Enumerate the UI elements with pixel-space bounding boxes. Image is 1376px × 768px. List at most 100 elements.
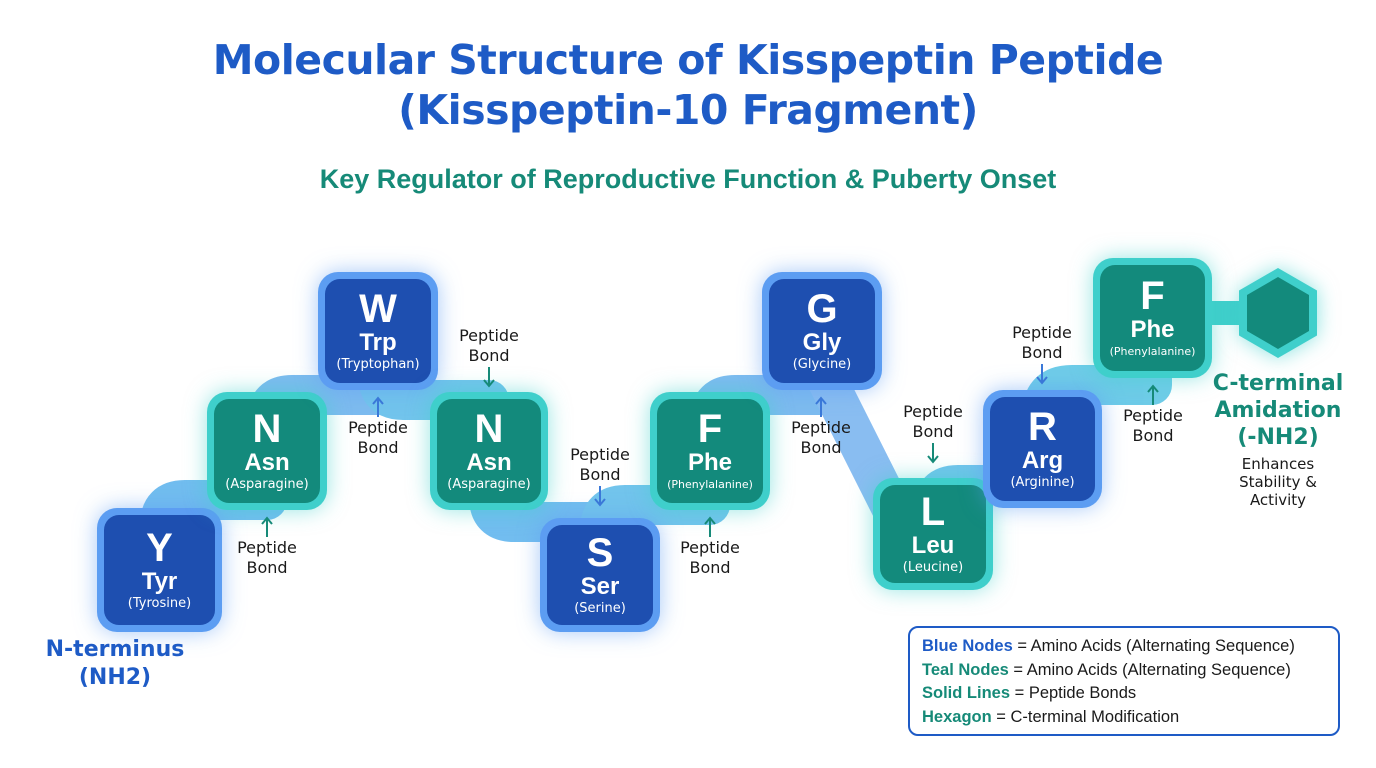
arrow-up-icon [815,396,827,417]
node-abbr: Phe [1130,316,1175,343]
arrow-up-icon [704,516,716,537]
legend-item-teal-nodes: Teal Nodes = Amino Acids (Alternating Se… [922,659,1326,683]
n-terminus-label: N-terminus (NH2) [40,636,190,692]
node-code: Y [146,526,173,570]
bond-text: Peptide [570,445,630,464]
c-terminus-line: C-terminal [1212,371,1344,396]
node-code: F [1140,274,1165,318]
legend-text: = C-terminal Modification [991,707,1180,726]
n-terminus-line: N-terminus [45,637,185,662]
c-terminus-desc-line: Activity [1249,491,1307,509]
title-line-1: Molecular Structure of Kisspeptin Peptid… [212,36,1164,84]
legend-box: Blue Nodes = Amino Acids (Alternating Se… [908,626,1340,736]
node-abbr: Tyr [141,568,178,595]
node-code: N [474,407,504,451]
bond-text: Peptide [459,326,519,345]
legend-text: = Amino Acids (Alternating Sequence) [1008,660,1291,679]
node-full-name: (Phenylalanine) [667,478,753,491]
bond-text: Bond [468,346,510,365]
bond-text: Bond [1132,426,1174,445]
bond-text: Peptide [791,418,851,437]
c-terminus-desc-line: Enhances [1241,455,1315,473]
node-code: G [806,287,838,331]
c-terminus-description: Enhances Stability & Activity [1208,455,1348,509]
c-terminus-label: C-terminal Amidation (-NH2) [1208,370,1348,451]
node-code: W [359,287,397,331]
arrow-up-icon [261,516,273,537]
bond-text: Peptide [903,402,963,421]
bond-text: Peptide [348,418,408,437]
c-terminal-hexagon [1239,268,1317,358]
bond-text: Bond [246,558,288,577]
arrow-down-icon [1036,364,1048,385]
bond-text: Bond [800,438,842,457]
legend-key: Teal Nodes [922,660,1009,679]
c-terminus-desc-line: Stability & [1239,473,1317,491]
node-abbr: Ser [580,573,620,600]
node-abbr: Gly [802,329,842,356]
legend-item-solid-lines: Solid Lines = Peptide Bonds [922,682,1326,706]
node-abbr: Asn [466,449,512,476]
bond-text: Peptide [1012,323,1072,342]
bond-text: Bond [912,422,954,441]
node-code: R [1028,405,1057,449]
legend-key: Blue Nodes [922,637,1013,655]
arrow-down-icon [927,443,939,464]
bond-text: Peptide [1123,406,1183,425]
c-terminus-line: Amidation [1214,398,1342,423]
bond-text: Bond [689,558,731,577]
legend-text: = Amino Acids (Alternating Sequence) [1012,637,1295,655]
node-code: S [586,531,614,575]
bond-text: Peptide [680,538,740,557]
node-full-name: (Serine) [574,601,626,616]
node-abbr: Asn [244,449,290,476]
node-abbr: Phe [687,449,732,476]
bond-text: Peptide [237,538,297,557]
legend-key: Hexagon [922,707,992,726]
node-abbr: Trp [359,329,397,356]
bond-text: Bond [579,465,621,484]
node-code: N [252,407,282,451]
subtitle: Key Regulator of Reproductive Function &… [319,164,1057,194]
n-terminus-line: (NH2) [78,665,152,690]
c-terminus-line: (-NH2) [1237,425,1319,450]
node-full-name: (Arginine) [1010,475,1075,490]
legend-item-blue-nodes: Blue Nodes = Amino Acids (Alternating Se… [922,635,1326,659]
node-code: F [697,407,723,451]
node-full-name: (Tyrosine) [127,596,192,611]
node-full-name: (Asparagine) [447,477,531,492]
node-abbr: Leu [911,532,955,559]
arrow-down-icon [594,486,606,507]
arrow-up-icon [1147,384,1159,405]
node-code: L [920,490,946,534]
node-full-name: (Glycine) [792,357,852,372]
bond-text: Bond [357,438,399,457]
node-full-name: (Leucine) [902,560,964,575]
node-full-name: (Tryptophan) [336,357,420,372]
node-full-name: (Phenylalanine) [1109,345,1196,358]
arrow-up-icon [372,396,384,417]
legend-key: Solid Lines [922,684,1011,702]
bond-text: Bond [1021,343,1063,362]
node-abbr: Arg [1021,447,1064,474]
node-full-name: (Asparagine) [225,477,309,492]
legend-text: = Peptide Bonds [1010,684,1137,702]
